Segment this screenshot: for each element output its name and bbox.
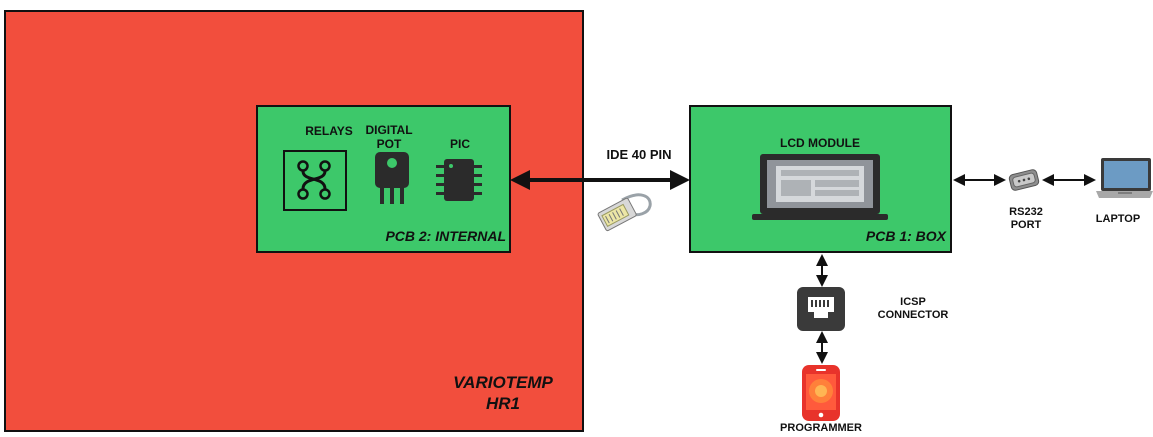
ide-cable-label: IDE 40 PIN (606, 147, 672, 162)
icsp-connector-label: ICSP CONNECTOR (868, 296, 958, 322)
digital-pot-icon (375, 152, 409, 204)
digital-pot-label: DIGITAL POT (354, 123, 424, 151)
relays-label: RELAYS (305, 124, 353, 138)
digital-pot-label-line1: DIGITAL (365, 123, 413, 137)
rs232-connector-icon (1008, 169, 1040, 191)
variotemp-label-line1: VARIOTEMP (453, 373, 553, 392)
laptop-icon (1096, 158, 1153, 198)
variotemp-label-line2: HR1 (485, 394, 520, 413)
digital-pot-label-line2: POT (376, 137, 402, 151)
rs232-label-line2: PORT (1010, 219, 1042, 231)
lcd-module-label: LCD MODULE (780, 136, 860, 150)
rs232-port-label: RS232 PORT (996, 206, 1056, 232)
pic-label: PIC (449, 137, 470, 151)
variotemp-label: VARIOTEMP HR1 (438, 372, 568, 414)
pcb1-title: PCB 1: BOX (865, 228, 946, 244)
ide-plug-icon (597, 193, 652, 232)
rs232-label-line1: RS232 (1009, 206, 1043, 218)
laptop-label: LAPTOP (1095, 213, 1141, 225)
programmer-label: PROGRAMMER (780, 422, 862, 434)
icsp-connector-icon (797, 287, 845, 331)
icsp-label-line1: ICSP (900, 296, 926, 308)
relay-icon (283, 150, 347, 211)
programmer-phone-icon (802, 365, 840, 421)
icsp-label-line2: CONNECTOR (877, 309, 949, 321)
lcd-module-icon (752, 154, 888, 220)
pic-chip-icon (436, 159, 482, 201)
pcb2-title: PCB 2: INTERNAL (385, 228, 506, 244)
